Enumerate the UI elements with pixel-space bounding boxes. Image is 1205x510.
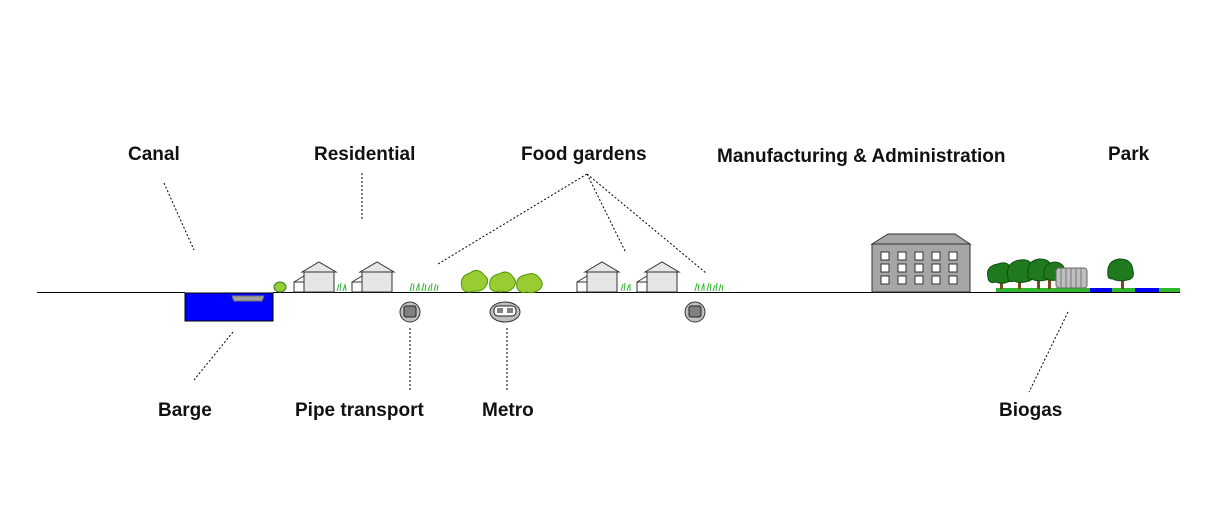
building-window <box>914 251 924 261</box>
label-manufacturing-administration: Manufacturing & Administration <box>717 146 1006 167</box>
food-garden-patch-1 <box>409 282 439 292</box>
grass-1 <box>336 282 347 292</box>
label-park: Park <box>1108 144 1150 165</box>
building-window <box>948 275 958 285</box>
label-metro: Metro <box>482 400 534 421</box>
leader-biogas <box>1028 311 1069 393</box>
leader-canal <box>163 182 195 251</box>
building-window <box>931 263 941 273</box>
building-window <box>914 263 924 273</box>
label-pipe-transport: Pipe transport <box>295 400 424 421</box>
building-window <box>948 251 958 261</box>
label-food-gardens: Food gardens <box>521 144 647 165</box>
leader-food-3 <box>586 173 707 274</box>
label-canal: Canal <box>128 144 180 165</box>
grass-2 <box>620 282 631 292</box>
building-window <box>931 251 941 261</box>
leader-food-2 <box>586 173 627 254</box>
pipe-tunnel-1 <box>399 301 421 323</box>
house-1 <box>293 261 338 293</box>
building-window <box>880 275 890 285</box>
pipe-tunnel-2 <box>684 301 706 323</box>
building-window <box>914 275 924 285</box>
park-trees <box>987 258 1134 289</box>
park-ground <box>996 288 1180 292</box>
label-biogas: Biogas <box>999 400 1063 421</box>
house-4 <box>636 261 681 293</box>
label-residential: Residential <box>314 144 416 165</box>
building-window <box>897 263 907 273</box>
building-window <box>897 251 907 261</box>
house-3 <box>576 261 621 293</box>
building-window <box>880 251 890 261</box>
building-window <box>948 263 958 273</box>
manufacturing-building <box>870 233 972 293</box>
label-barge: Barge <box>158 400 212 421</box>
house-2 <box>351 261 396 293</box>
building-window <box>931 275 941 285</box>
biogas-tanks <box>1055 267 1088 289</box>
leader-food-1 <box>437 173 588 265</box>
food-garden-patch-2 <box>694 282 724 292</box>
food-garden-shrubs <box>460 269 543 294</box>
shrub-small <box>273 281 287 293</box>
leader-lines <box>163 173 1069 393</box>
building-window <box>880 263 890 273</box>
leader-barge <box>193 331 234 381</box>
metro-tunnel <box>489 301 521 323</box>
building-window <box>897 275 907 285</box>
barge-boat <box>231 295 265 302</box>
